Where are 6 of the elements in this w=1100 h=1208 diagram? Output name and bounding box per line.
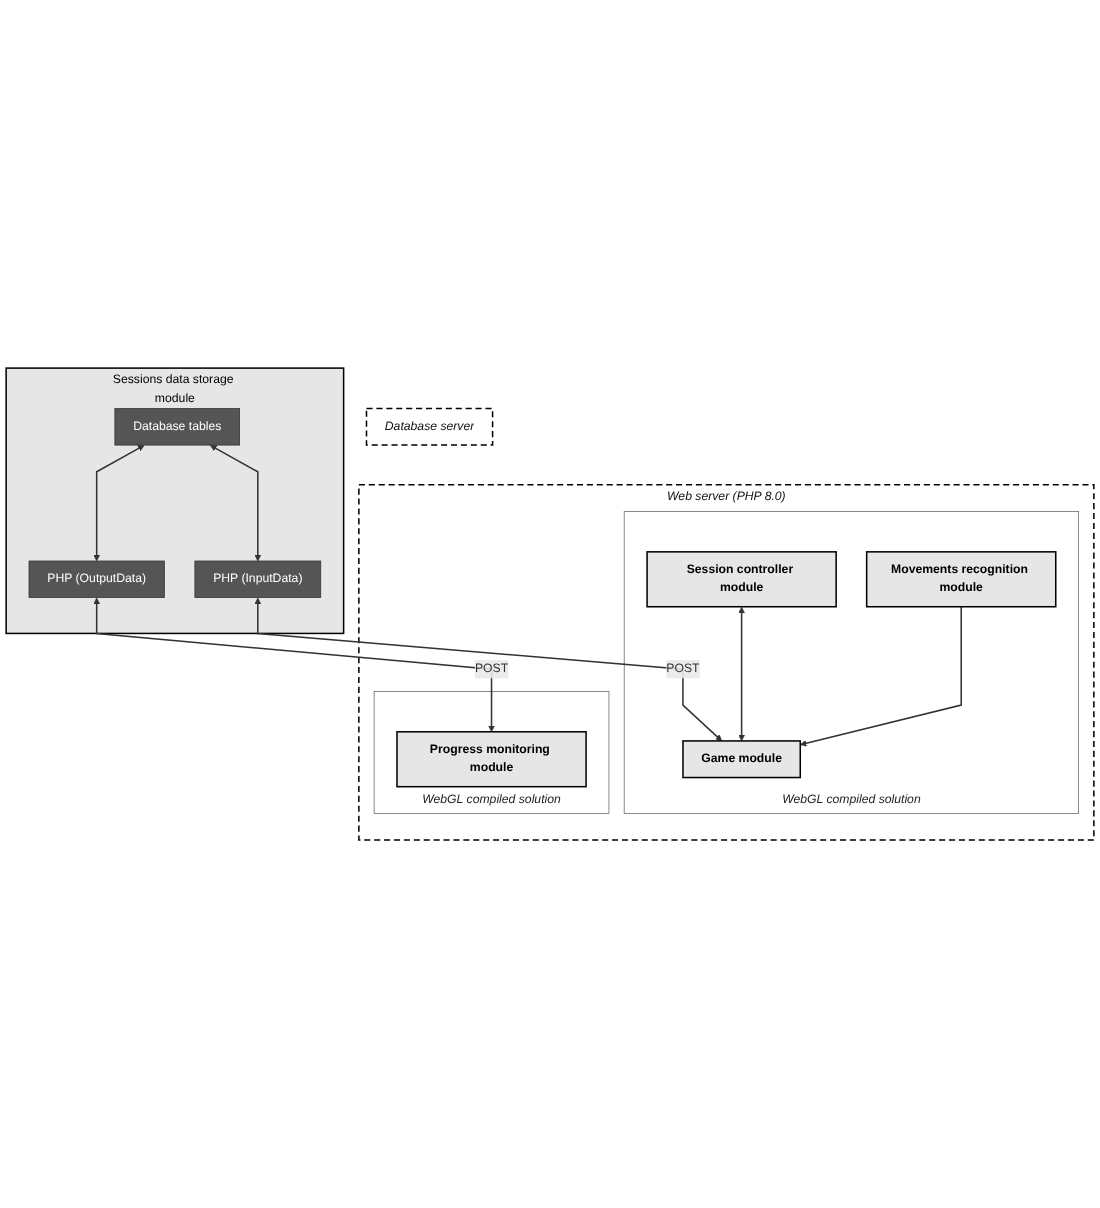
arrow bbox=[93, 597, 495, 732]
arrow bbox=[93, 444, 145, 562]
arrow bbox=[738, 606, 745, 742]
arrow bbox=[799, 605, 962, 747]
arrow bbox=[210, 444, 262, 562]
arrow bbox=[254, 597, 723, 742]
